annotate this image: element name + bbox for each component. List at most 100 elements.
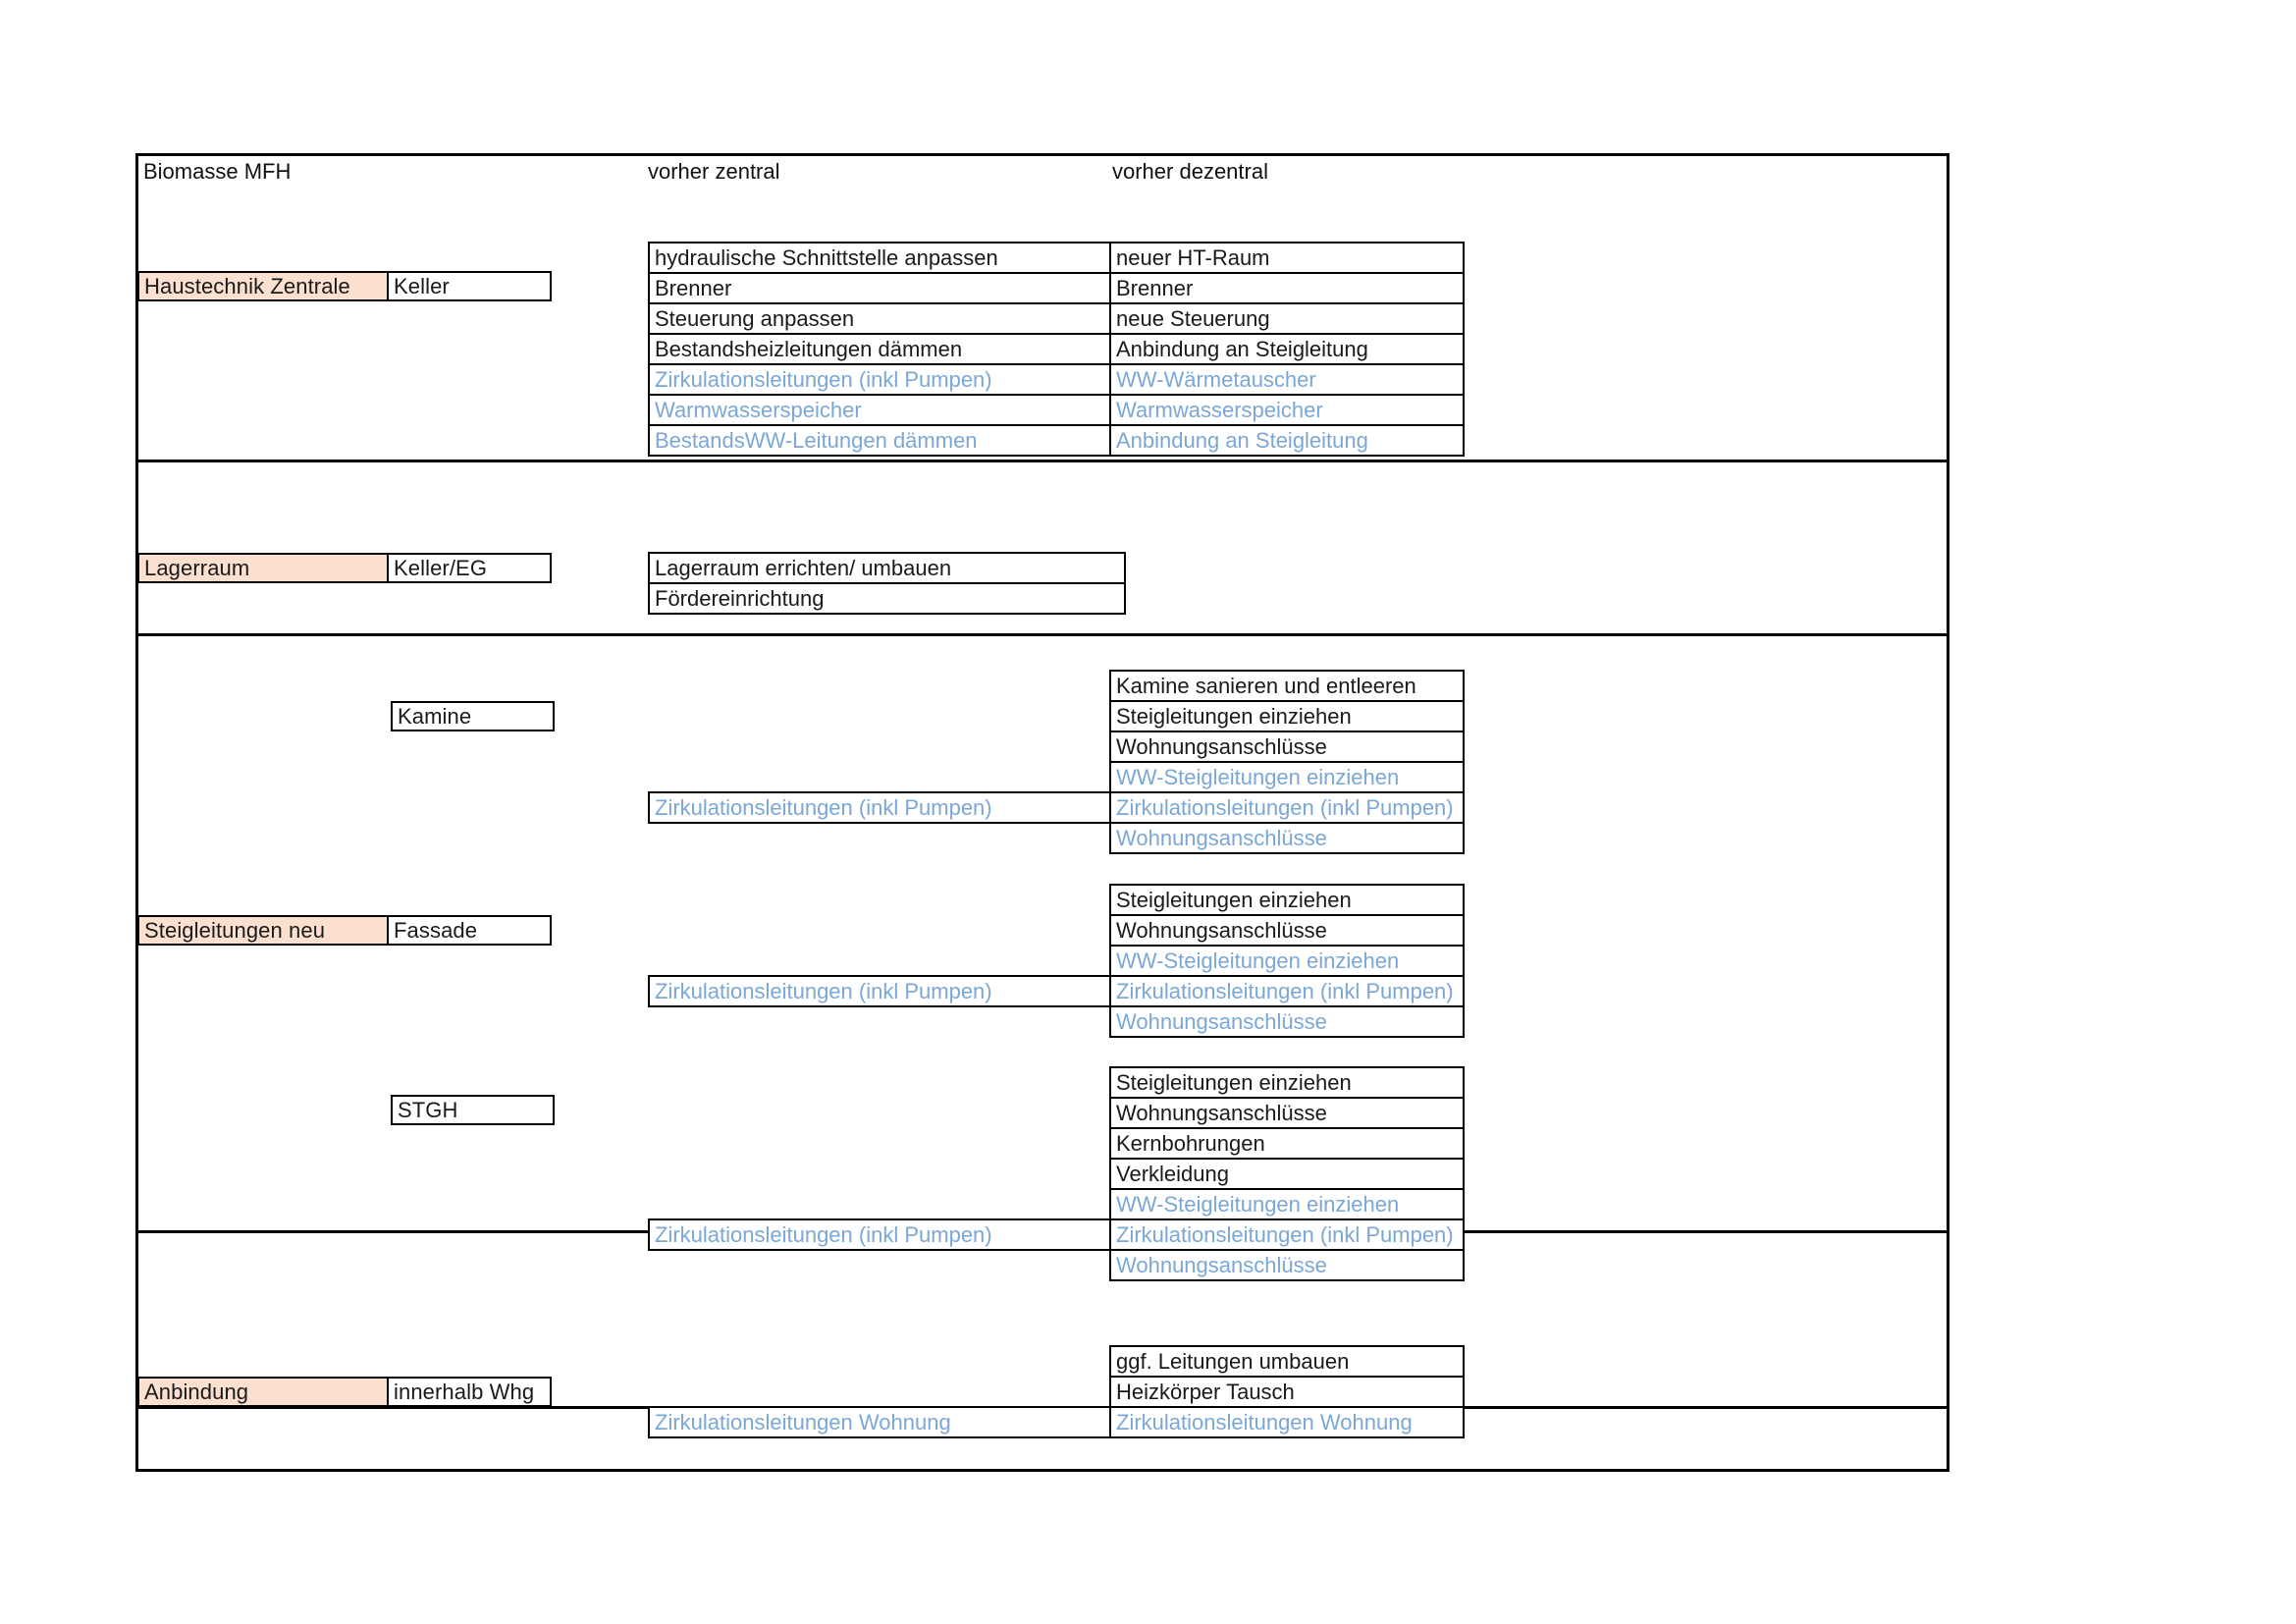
task-cell-zentral-empty xyxy=(649,1377,1110,1407)
task-cell-zentral-empty xyxy=(649,1250,1110,1280)
table-row[interactable]: Lagerraum errichten/ umbauen xyxy=(648,552,1126,584)
task-cell-dezentral[interactable]: Steigleitungen einziehen xyxy=(1109,1066,1465,1099)
task-cell-zentral-empty xyxy=(649,1006,1110,1037)
table-row[interactable]: Bestandsheizleitungen dämmen Anbindung a… xyxy=(648,333,1465,365)
task-table-kamine: Kamine sanieren und entleeren Steigleitu… xyxy=(648,670,1465,854)
task-cell-zentral-empty xyxy=(649,1346,1110,1377)
table-row[interactable]: Wohnungsanschlüsse xyxy=(649,914,1465,947)
task-cell-dezentral[interactable]: Wohnungsanschlüsse xyxy=(1109,1005,1465,1038)
task-cell-zentral-empty xyxy=(649,1067,1110,1098)
task-table-haustechnik-zentrale: hydraulische Schnittstelle anpassen neue… xyxy=(648,242,1465,457)
task-cell-zentral[interactable]: Bestandsheizleitungen dämmen xyxy=(648,333,1111,365)
table-row[interactable]: Warmwasserspeicher Warmwasserspeicher xyxy=(648,394,1465,426)
task-cell-zentral[interactable]: Zirkulationsleitungen (inkl Pumpen) xyxy=(648,1218,1111,1251)
table-row[interactable]: Wohnungsanschlüsse xyxy=(649,731,1465,763)
table-row[interactable]: WW-Steigleitungen einziehen xyxy=(649,945,1465,977)
task-cell-dezentral[interactable]: WW-Wärmetauscher xyxy=(1109,363,1465,396)
table-row[interactable]: BestandsWW-Leitungen dämmen Anbindung an… xyxy=(648,424,1465,457)
task-cell-dezentral[interactable]: Steigleitungen einziehen xyxy=(1109,700,1465,732)
table-row[interactable]: Verkleidung xyxy=(649,1158,1465,1190)
task-cell-zentral[interactable]: Zirkulationsleitungen (inkl Pumpen) xyxy=(648,791,1111,824)
table-row[interactable]: Steigleitungen einziehen xyxy=(649,1066,1465,1099)
table-row[interactable]: ggf. Leitungen umbauen xyxy=(649,1345,1465,1378)
task-cell-zentral-empty xyxy=(649,885,1110,915)
task-cell-zentral-empty xyxy=(649,1189,1110,1219)
location-label-stgh[interactable]: STGH xyxy=(391,1095,555,1125)
category-label-haustechnik-zentrale: Haustechnik Zentrale xyxy=(137,271,388,301)
task-cell-zentral-empty xyxy=(649,731,1110,762)
task-cell-zentral[interactable]: Zirkulationsleitungen (inkl Pumpen) xyxy=(648,975,1111,1007)
table-row[interactable]: Brenner Brenner xyxy=(648,272,1465,304)
table-row[interactable]: Kernbohrungen xyxy=(649,1127,1465,1160)
label-pair-steigleitungen-neu[interactable]: Steigleitungen neu Fassade xyxy=(137,915,552,946)
location-label-haustechnik-zentrale: Keller xyxy=(388,271,552,301)
task-cell-dezentral[interactable]: Zirkulationsleitungen (inkl Pumpen) xyxy=(1109,791,1465,824)
task-cell-zentral[interactable]: hydraulische Schnittstelle anpassen xyxy=(648,242,1111,274)
task-cell-dezentral[interactable]: neue Steuerung xyxy=(1109,302,1465,335)
task-cell-zentral[interactable]: Brenner xyxy=(648,272,1111,304)
task-cell-dezentral[interactable]: WW-Steigleitungen einziehen xyxy=(1109,1188,1465,1220)
table-row[interactable]: Fördereinrichtung xyxy=(648,582,1126,615)
task-cell-dezentral[interactable]: Steigleitungen einziehen xyxy=(1109,884,1465,916)
task-cell-dezentral[interactable]: WW-Steigleitungen einziehen xyxy=(1109,761,1465,793)
task-cell-dezentral[interactable]: Heizkörper Tausch xyxy=(1109,1376,1465,1408)
table-row[interactable]: hydraulische Schnittstelle anpassen neue… xyxy=(648,242,1465,274)
task-cell-zentral[interactable]: Zirkulationsleitungen (inkl Pumpen) xyxy=(648,363,1111,396)
task-cell-dezentral[interactable]: Anbindung an Steigleitung xyxy=(1109,424,1465,457)
task-cell-dezentral[interactable]: WW-Steigleitungen einziehen xyxy=(1109,945,1465,977)
task-cell-zentral-empty xyxy=(649,1098,1110,1128)
task-cell-zentral[interactable]: Fördereinrichtung xyxy=(648,582,1126,615)
table-row[interactable]: Steigleitungen einziehen xyxy=(649,884,1465,916)
table-row[interactable]: Wohnungsanschlüsse xyxy=(649,1097,1465,1129)
task-cell-dezentral[interactable]: Zirkulationsleitungen (inkl Pumpen) xyxy=(1109,1218,1465,1251)
table-row[interactable]: Wohnungsanschlüsse xyxy=(649,822,1465,854)
diagram-outer-frame xyxy=(135,153,1949,1472)
task-cell-dezentral[interactable]: Anbindung an Steigleitung xyxy=(1109,333,1465,365)
task-cell-zentral[interactable]: BestandsWW-Leitungen dämmen xyxy=(648,424,1111,457)
block-separator-1 xyxy=(135,460,1949,462)
table-row[interactable]: Kamine sanieren und entleeren xyxy=(649,670,1465,702)
task-table-stgh: Steigleitungen einziehen Wohnungsanschlü… xyxy=(648,1066,1465,1281)
block-separator-2 xyxy=(135,633,1949,636)
task-cell-dezentral[interactable]: Verkleidung xyxy=(1109,1158,1465,1190)
table-row[interactable]: Wohnungsanschlüsse xyxy=(649,1005,1465,1038)
table-row[interactable]: Wohnungsanschlüsse xyxy=(649,1249,1465,1281)
task-cell-zentral-empty xyxy=(649,762,1110,792)
table-row[interactable]: Zirkulationsleitungen (inkl Pumpen) Zirk… xyxy=(648,975,1465,1007)
task-cell-dezentral[interactable]: Wohnungsanschlüsse xyxy=(1109,731,1465,763)
task-cell-zentral-empty xyxy=(649,823,1110,853)
task-cell-dezentral[interactable]: Kamine sanieren und entleeren xyxy=(1109,670,1465,702)
task-cell-zentral[interactable]: Steuerung anpassen xyxy=(648,302,1111,335)
task-cell-dezentral[interactable]: Wohnungsanschlüsse xyxy=(1109,1249,1465,1281)
task-cell-dezentral[interactable]: Wohnungsanschlüsse xyxy=(1109,1097,1465,1129)
task-cell-zentral[interactable]: Warmwasserspeicher xyxy=(648,394,1111,426)
task-cell-dezentral[interactable]: Brenner xyxy=(1109,272,1465,304)
location-label-lagerraum: Keller/EG xyxy=(388,553,552,583)
task-cell-zentral-empty xyxy=(649,1159,1110,1189)
task-cell-dezentral[interactable]: Wohnungsanschlüsse xyxy=(1109,822,1465,854)
task-cell-dezentral[interactable]: neuer HT-Raum xyxy=(1109,242,1465,274)
task-cell-dezentral[interactable]: Warmwasserspeicher xyxy=(1109,394,1465,426)
table-row[interactable]: Zirkulationsleitungen (inkl Pumpen) Zirk… xyxy=(648,1218,1465,1251)
task-cell-dezentral[interactable]: ggf. Leitungen umbauen xyxy=(1109,1345,1465,1378)
task-cell-zentral[interactable]: Lagerraum errichten/ umbauen xyxy=(648,552,1126,584)
task-cell-dezentral[interactable]: Zirkulationsleitungen (inkl Pumpen) xyxy=(1109,975,1465,1007)
table-row[interactable]: Zirkulationsleitungen (inkl Pumpen) Zirk… xyxy=(648,791,1465,824)
label-pair-anbindung[interactable]: Anbindung innerhalb Whg xyxy=(137,1377,552,1407)
table-row[interactable]: Steigleitungen einziehen xyxy=(649,700,1465,732)
task-cell-dezentral[interactable]: Kernbohrungen xyxy=(1109,1127,1465,1160)
label-pair-haustechnik-zentrale[interactable]: Haustechnik Zentrale Keller xyxy=(137,271,552,301)
location-label-kamine[interactable]: Kamine xyxy=(391,701,555,731)
task-cell-dezentral[interactable]: Zirkulationsleitungen Wohnung xyxy=(1109,1406,1465,1438)
table-row[interactable]: WW-Steigleitungen einziehen xyxy=(649,1188,1465,1220)
table-row[interactable]: Steuerung anpassen neue Steuerung xyxy=(648,302,1465,335)
table-row[interactable]: Zirkulationsleitungen Wohnung Zirkulatio… xyxy=(648,1406,1465,1438)
table-row[interactable]: Zirkulationsleitungen (inkl Pumpen) WW-W… xyxy=(648,363,1465,396)
label-pair-lagerraum[interactable]: Lagerraum Keller/EG xyxy=(137,553,552,583)
table-row[interactable]: WW-Steigleitungen einziehen xyxy=(649,761,1465,793)
task-cell-zentral-empty xyxy=(649,701,1110,731)
category-label-anbindung: Anbindung xyxy=(137,1377,388,1407)
task-cell-dezentral[interactable]: Wohnungsanschlüsse xyxy=(1109,914,1465,947)
task-cell-zentral[interactable]: Zirkulationsleitungen Wohnung xyxy=(648,1406,1111,1438)
table-row[interactable]: Heizkörper Tausch xyxy=(649,1376,1465,1408)
